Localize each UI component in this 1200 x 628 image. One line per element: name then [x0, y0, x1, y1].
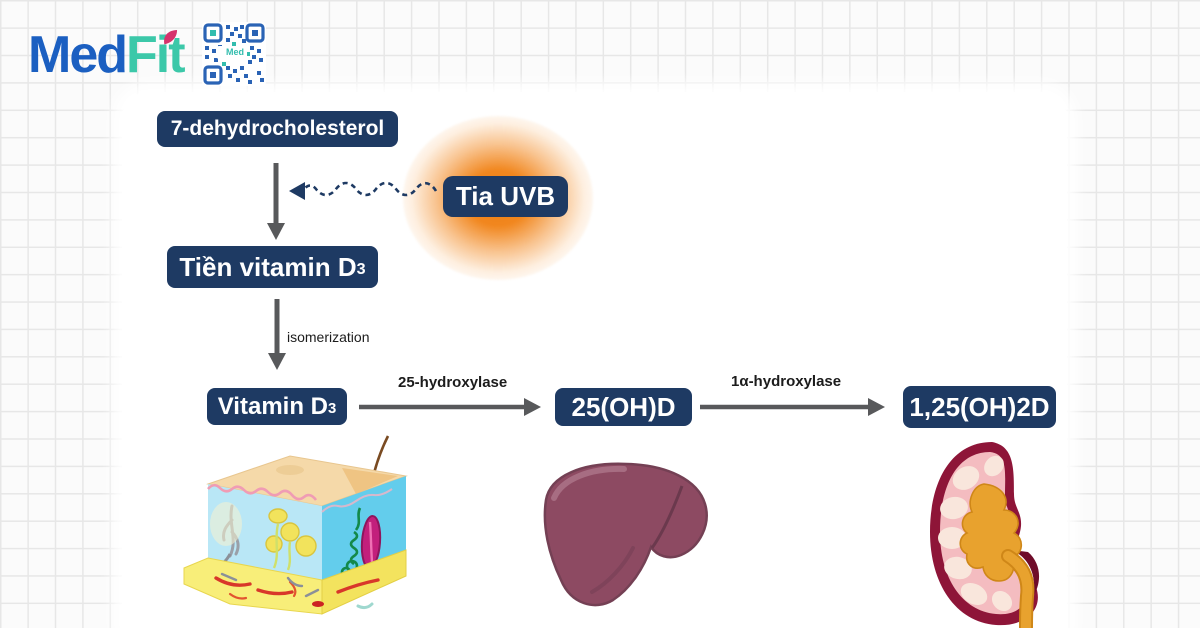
node-tia-uvb: Tia UVB	[443, 176, 568, 217]
label-25-hydroxylase: 25-hydroxylase	[398, 374, 508, 391]
node-tien-vitamin-d3-label: Tiền vitamin D	[179, 251, 357, 282]
label-1a-hydroxylase: 1α-hydroxylase	[731, 373, 842, 390]
leaf-icon	[161, 28, 178, 52]
qr-center-label: Med	[226, 47, 244, 57]
logo-wordmark: MedFit	[28, 26, 186, 84]
logo-med-text: Med	[28, 26, 128, 84]
skin-cross-section-illustration	[183, 435, 408, 615]
node-tia-uvb-label: Tia UVB	[455, 181, 556, 211]
node-7-dehydrocholesterol: 7-dehydrocholesterol	[157, 111, 398, 147]
kidney-illustration	[930, 442, 1040, 628]
label-isomerization: isomerization	[287, 329, 370, 345]
node-25ohd-label: 25(OH)D	[571, 391, 676, 422]
node-25ohd: 25(OH)D	[555, 388, 692, 426]
node-vitamin-d3-label: Vitamin D	[217, 392, 328, 420]
medfit-logo: MedFit	[28, 24, 186, 90]
qr-code-icon	[202, 22, 266, 91]
liver-illustration	[543, 462, 708, 607]
node-125ohd-label: 1,25(OH)2D	[909, 391, 1050, 422]
node-125ohd: 1,25(OH)2D	[903, 386, 1056, 428]
node-7-dehydrocholesterol-label: 7-dehydrocholesterol	[170, 117, 385, 140]
